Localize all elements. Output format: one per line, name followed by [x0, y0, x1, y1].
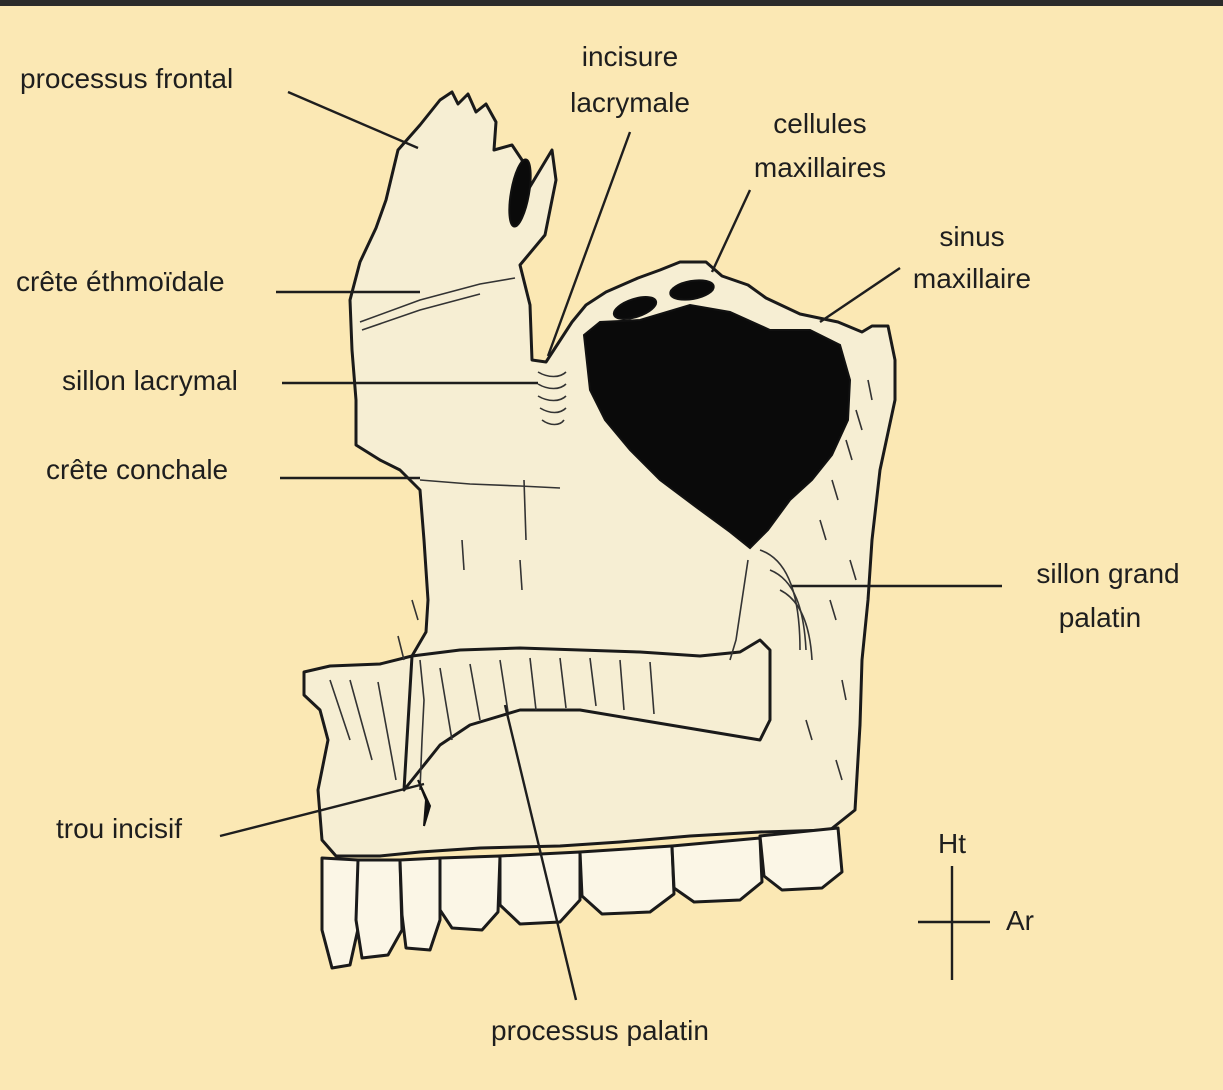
label-sillon-grand-palatin-line1: sillon grand: [1036, 558, 1179, 589]
tooth-5: [500, 852, 580, 924]
label-cellules-maxillaires-line2: maxillaires: [754, 152, 886, 183]
label-crete-ethmoidale: crête éthmoïdale: [16, 266, 225, 297]
label-incisure-lacrymale-line1: incisure: [582, 41, 678, 72]
label-crete-conchale: crête conchale: [46, 454, 228, 485]
label-processus-frontal: processus frontal: [20, 63, 233, 94]
orientation-back-label: Ar: [1006, 905, 1034, 936]
label-cellules-maxillaires-line1: cellules: [773, 108, 866, 139]
leader-processus-frontal: [288, 92, 418, 148]
leader-sinus-maxillaire: [820, 268, 900, 322]
label-trou-incisif: trou incisif: [56, 813, 182, 844]
label-processus-palatin: processus palatin: [491, 1015, 709, 1046]
tooth-7: [672, 838, 762, 902]
leader-cellules-maxillaires: [712, 190, 750, 272]
tooth-4: [440, 856, 500, 930]
label-sillon-lacrymal: sillon lacrymal: [62, 365, 238, 396]
tooth-2: [356, 860, 402, 958]
label-sillon-grand-palatin-line2: palatin: [1059, 602, 1142, 633]
orientation-indicator: Ht Ar: [918, 828, 1034, 980]
tooth-8: [760, 828, 842, 890]
tooth-6: [580, 846, 674, 914]
label-sinus-maxillaire-line1: sinus: [939, 221, 1004, 252]
tooth-3: [400, 858, 440, 950]
label-sinus-maxillaire-line2: maxillaire: [913, 263, 1031, 294]
label-incisure-lacrymale-line2: lacrymale: [570, 87, 690, 118]
tooth-1: [322, 858, 360, 968]
orientation-up-label: Ht: [938, 828, 966, 859]
